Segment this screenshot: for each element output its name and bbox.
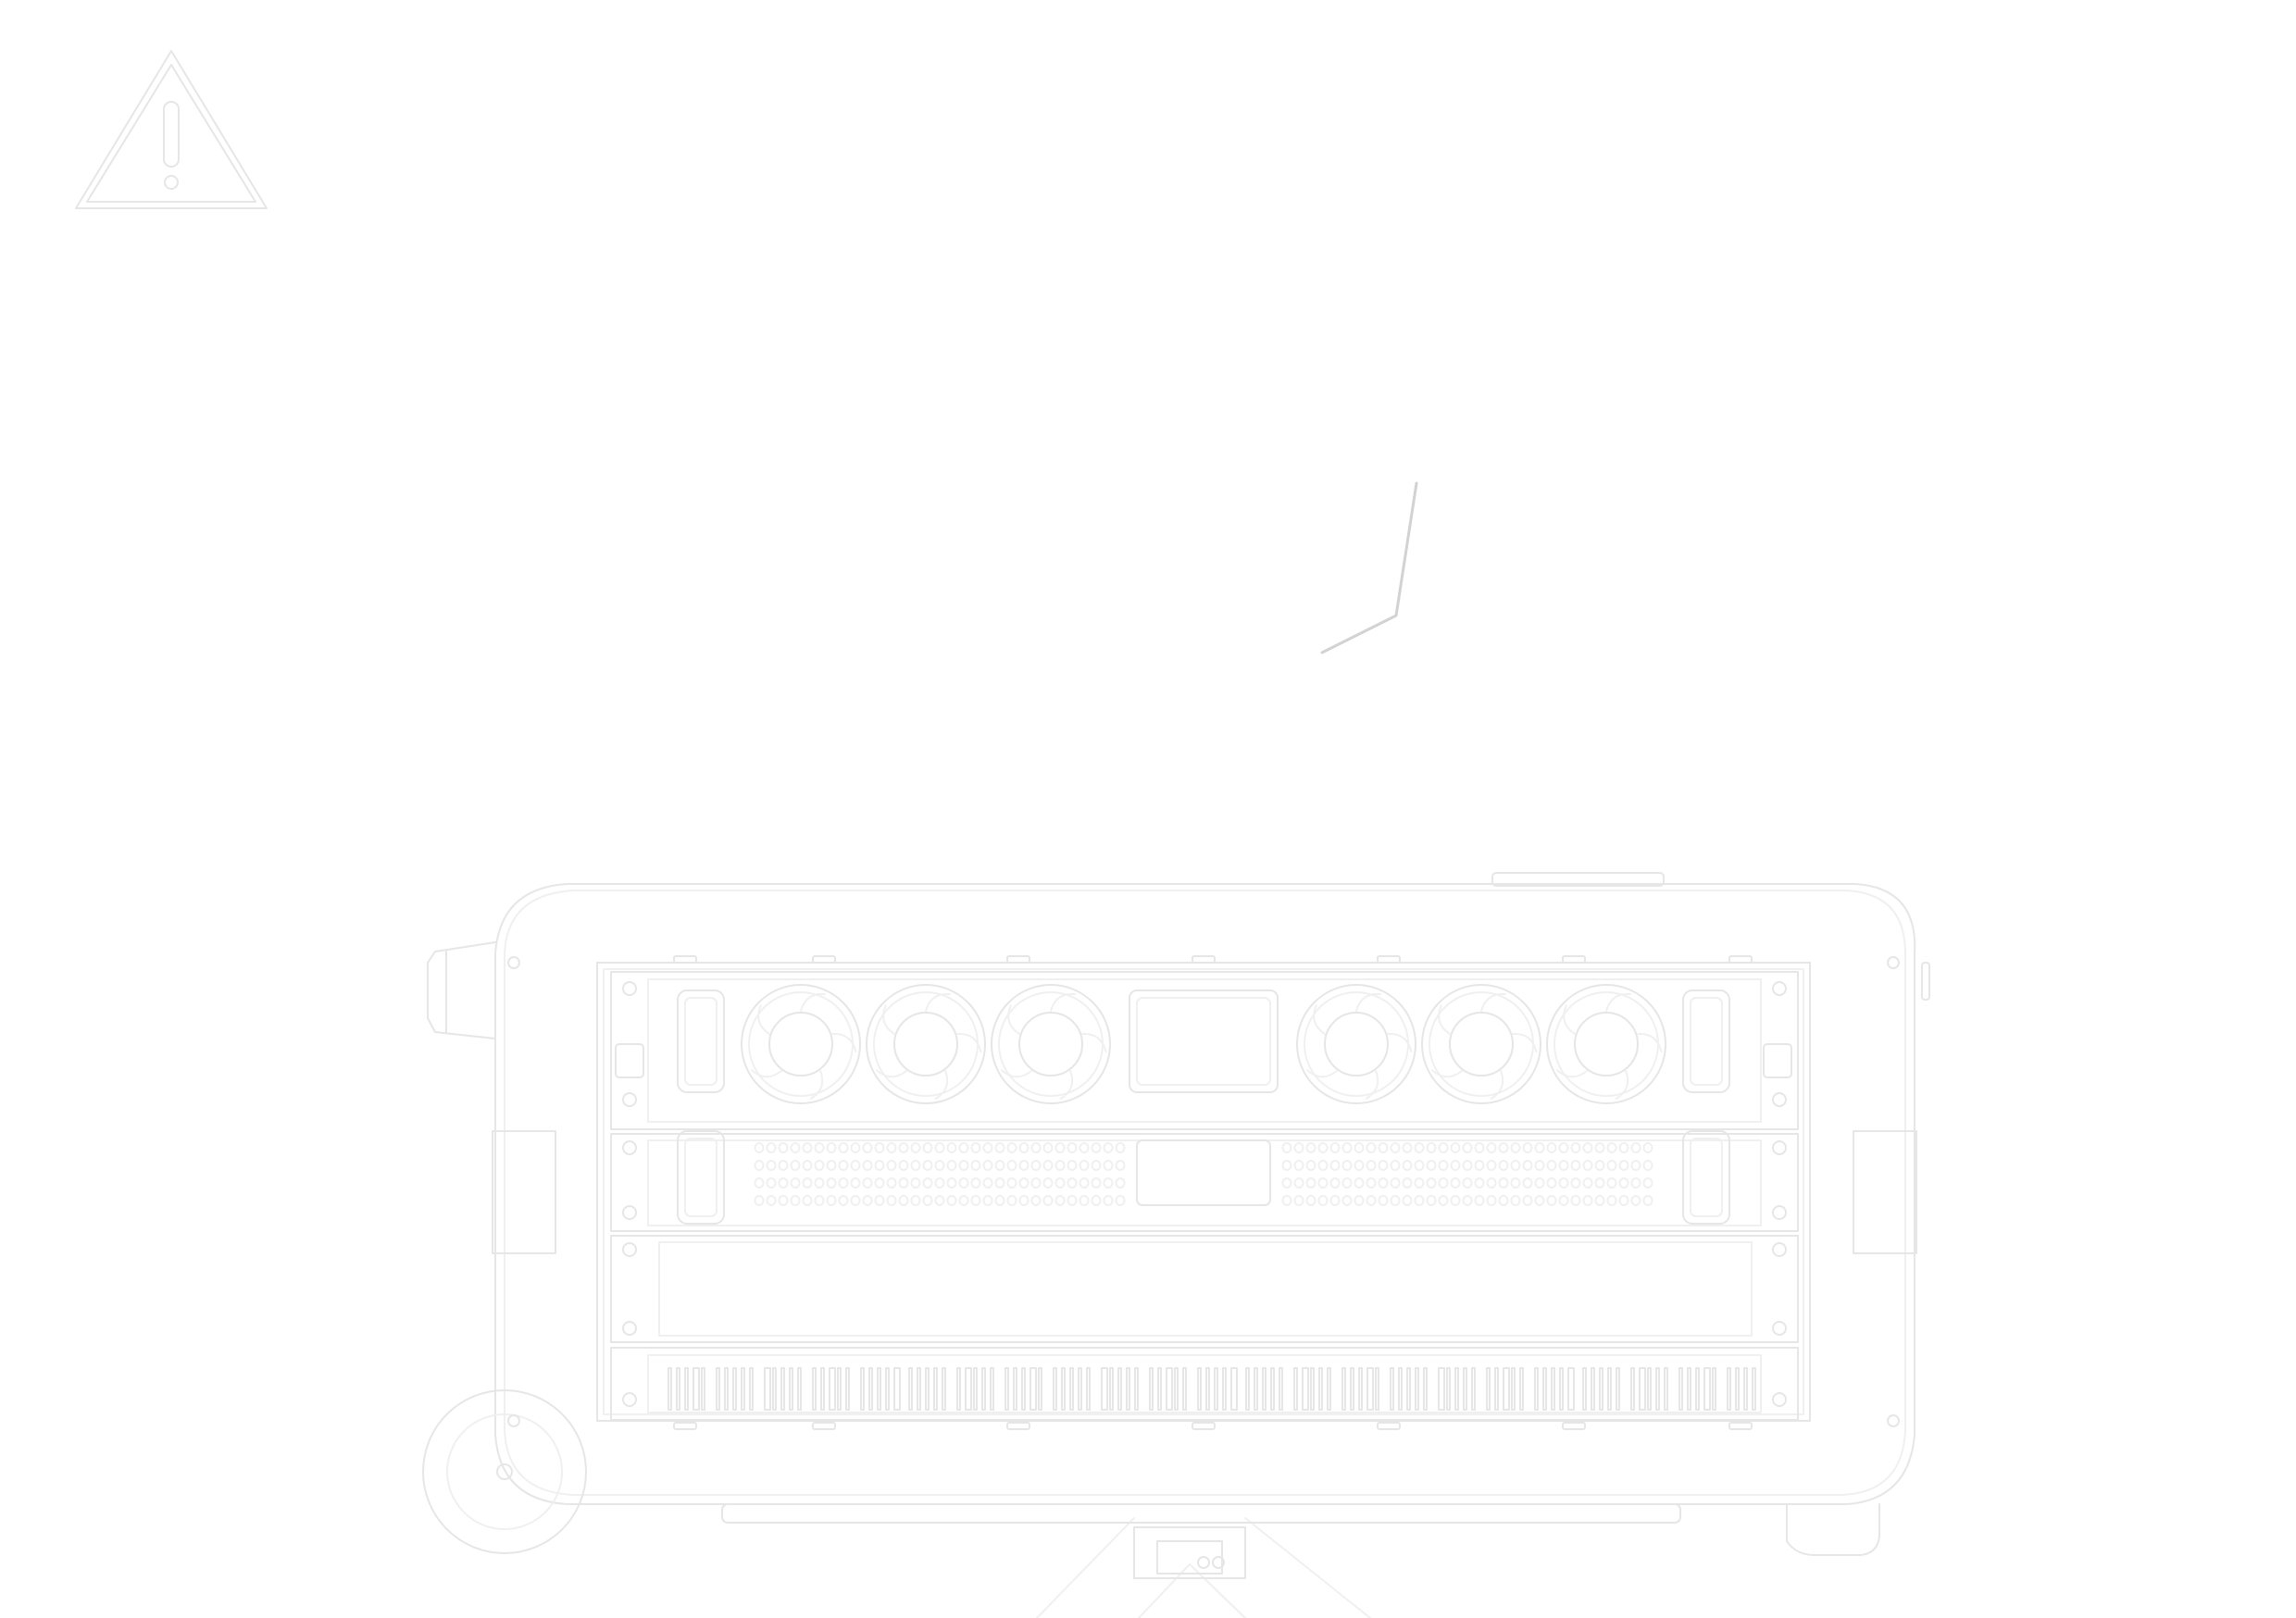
- cable-line: [1320, 481, 1418, 654]
- fan-panel: [610, 971, 1799, 1130]
- blank-panel: [610, 1235, 1799, 1343]
- fan-icon: [991, 984, 1111, 1104]
- rack-frame: [596, 962, 1811, 1422]
- fan-icon: [741, 984, 861, 1104]
- fan-icon: [1421, 984, 1541, 1104]
- fan-icon: [1546, 984, 1666, 1104]
- rack-case: [422, 872, 1930, 1556]
- fan-icon: [1296, 984, 1416, 1104]
- vent-panel: [610, 1130, 1799, 1232]
- tripod-stand: [1036, 1517, 1371, 1618]
- fan-icon: [866, 984, 986, 1104]
- power-strip: [610, 1347, 1799, 1421]
- warning-triangle-icon: [75, 50, 268, 209]
